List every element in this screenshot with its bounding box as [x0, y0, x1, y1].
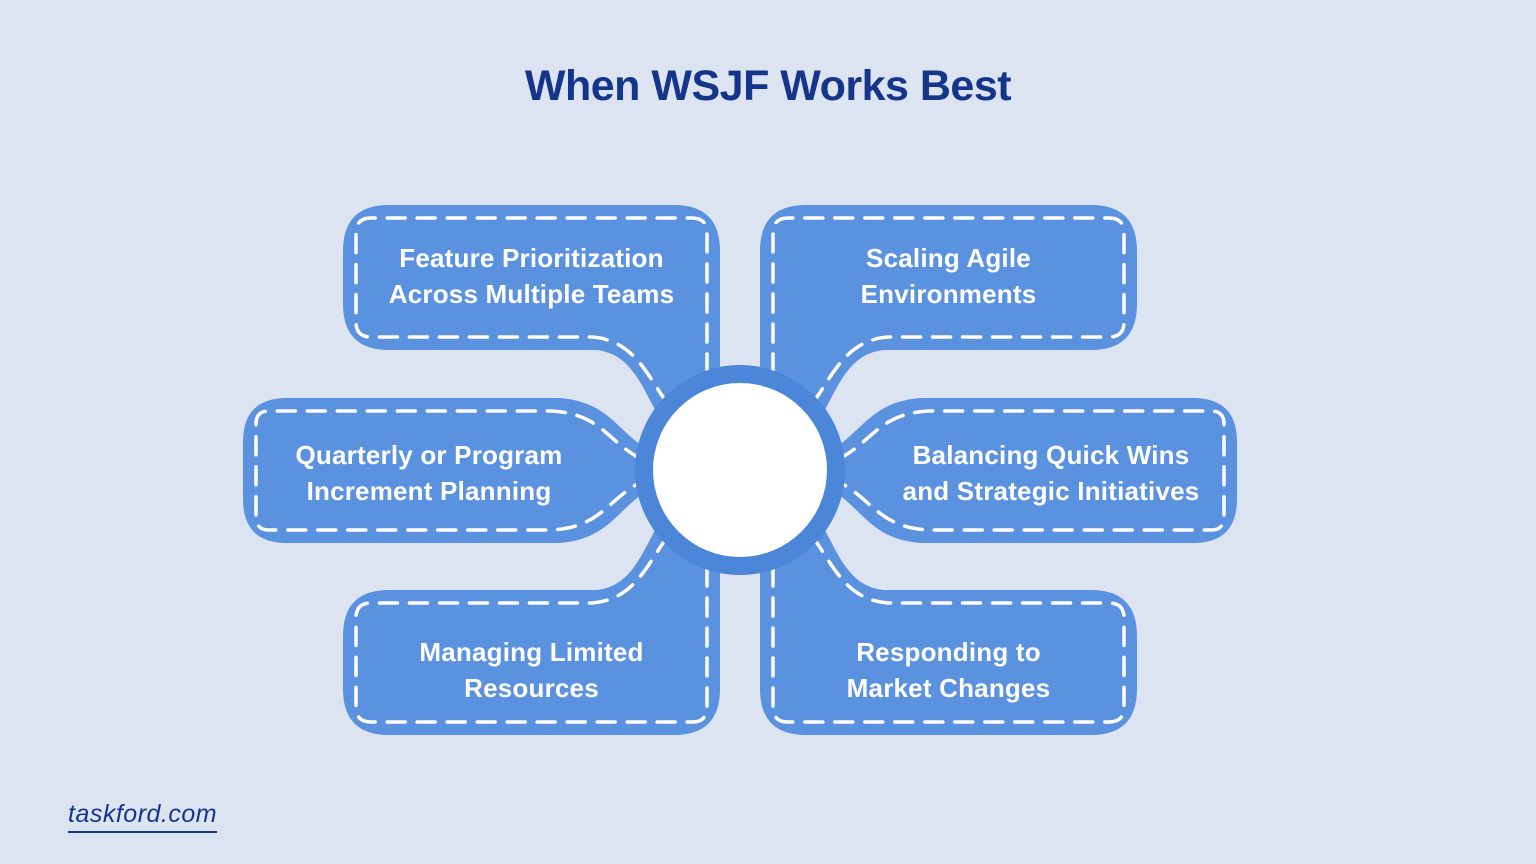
- box-label-middle-right: Balancing Quick Wins and Strategic Initi…: [865, 437, 1237, 509]
- box-label-bottom-left: Managing Limited Resources: [343, 634, 720, 706]
- center-circle: [653, 383, 827, 557]
- box-fill-top-right: [760, 205, 1137, 446]
- box-shape-middle-left: [243, 398, 664, 543]
- box-label-line: Responding to: [856, 637, 1041, 667]
- box-label-line: Scaling Agile: [866, 243, 1031, 273]
- box-label-top-left: Feature Prioritization Across Multiple T…: [343, 240, 720, 312]
- box-fill-middle-left: [243, 398, 664, 543]
- box-dashed-border-middle-right: [837, 409, 1226, 532]
- box-shape-bottom-left: [343, 494, 720, 735]
- box-label-line: Across Multiple Teams: [388, 279, 675, 309]
- box-label-line: Balancing Quick Wins: [912, 440, 1190, 470]
- footer-link[interactable]: taskford.com: [68, 800, 218, 833]
- box-label-top-right: Scaling Agile Environments: [760, 240, 1137, 312]
- box-shape-top-left: [343, 205, 720, 446]
- box-dashed-border-top-right: [771, 216, 1126, 408]
- box-label-line: Resources: [464, 673, 599, 703]
- box-label-line: Increment Planning: [306, 476, 552, 506]
- box-dashed-border-bottom-left: [354, 532, 709, 724]
- box-label-line: Managing Limited: [419, 637, 644, 667]
- box-label-line: Environments: [860, 279, 1037, 309]
- box-shape-middle-right: [816, 398, 1237, 543]
- box-fill-bottom-left: [343, 494, 720, 735]
- box-dashed-border-top-left: [354, 216, 709, 408]
- box-fill-bottom-right: [760, 494, 1137, 735]
- box-label-line: Market Changes: [846, 673, 1051, 703]
- box-label-line: Quarterly or Program: [295, 440, 563, 470]
- box-label-line: Feature Prioritization: [399, 243, 664, 273]
- page-title: When WSJF Works Best: [524, 62, 1012, 110]
- box-shape-top-right: [760, 205, 1137, 446]
- box-fill-top-left: [343, 205, 720, 446]
- box-dashed-border-middle-left: [254, 409, 643, 532]
- box-shape-bottom-right: [760, 494, 1137, 735]
- box-label-middle-left: Quarterly or Program Increment Planning: [243, 437, 615, 509]
- box-label-bottom-right: Responding to Market Changes: [760, 634, 1137, 706]
- box-fill-middle-right: [816, 398, 1237, 543]
- box-label-line: and Strategic Initiatives: [902, 476, 1200, 506]
- box-dashed-border-bottom-right: [771, 532, 1126, 724]
